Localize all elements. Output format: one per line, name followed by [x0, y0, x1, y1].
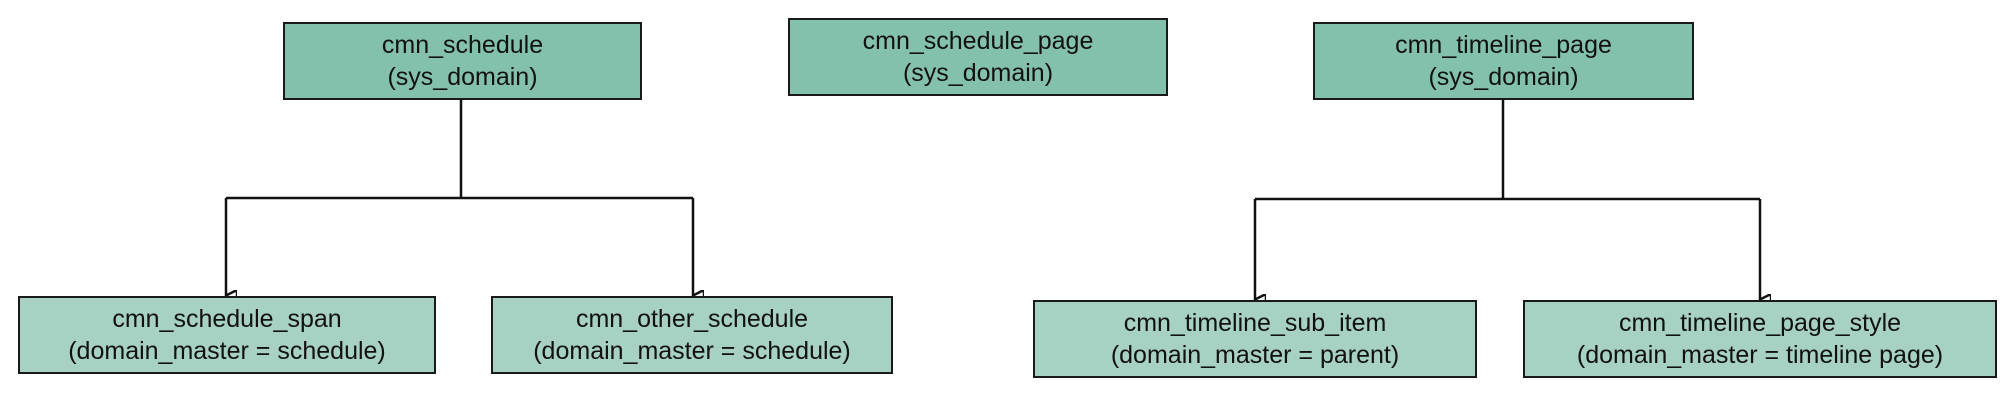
- node-cmn-other-schedule-domain: (domain_master = schedule): [533, 337, 851, 365]
- node-cmn-timeline-page-style: cmn_timeline_page_style (domain_master =…: [1523, 300, 1997, 378]
- node-cmn-schedule: cmn_schedule (sys_domain): [283, 22, 642, 100]
- node-cmn-schedule-span-domain: (domain_master = schedule): [68, 337, 386, 365]
- node-cmn-schedule-domain: (sys_domain): [387, 63, 538, 91]
- node-cmn-timeline-page-style-name: cmn_timeline_page_style: [1618, 309, 1902, 337]
- node-cmn-timeline-page-style-domain: (domain_master = timeline page): [1576, 341, 1944, 369]
- node-cmn-timeline-page-name: cmn_timeline_page: [1395, 31, 1612, 59]
- node-cmn-schedule-page-name: cmn_schedule_page: [862, 27, 1094, 55]
- node-cmn-timeline-sub-item: cmn_timeline_sub_item (domain_master = p…: [1033, 300, 1477, 378]
- node-cmn-schedule-page-domain: (sys_domain): [902, 59, 1054, 87]
- node-cmn-schedule-name: cmn_schedule: [381, 31, 544, 59]
- node-cmn-timeline-sub-item-domain: (domain_master = parent): [1110, 341, 1400, 369]
- node-cmn-timeline-page-domain: (sys_domain): [1428, 63, 1579, 91]
- node-cmn-schedule-page: cmn_schedule_page (sys_domain): [788, 18, 1168, 96]
- node-cmn-timeline-sub-item-name: cmn_timeline_sub_item: [1123, 309, 1387, 337]
- node-cmn-timeline-page: cmn_timeline_page (sys_domain): [1313, 22, 1694, 100]
- node-cmn-other-schedule-name: cmn_other_schedule: [575, 305, 809, 333]
- node-cmn-schedule-span-name: cmn_schedule_span: [112, 305, 342, 333]
- node-cmn-schedule-span: cmn_schedule_span (domain_master = sched…: [18, 296, 436, 374]
- node-cmn-other-schedule: cmn_other_schedule (domain_master = sche…: [491, 296, 893, 374]
